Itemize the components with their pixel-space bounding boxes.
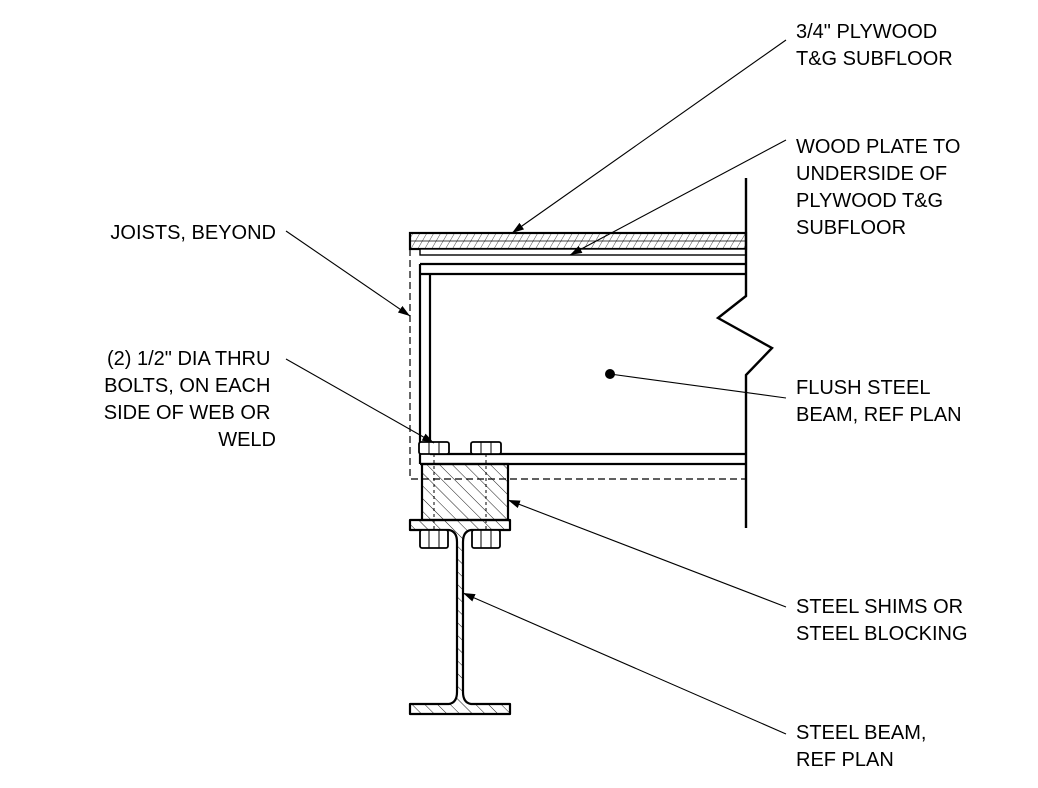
leader-wood-plate <box>569 139 787 256</box>
label-steel-beam: STEEL BEAM, REF PLAN <box>796 722 932 771</box>
label-joists: JOISTS, BEYOND <box>110 222 276 244</box>
leader-shims <box>507 499 787 608</box>
leader-flush-beam <box>609 373 787 399</box>
label-flush-beam: FLUSH STEEL BEAM, REF PLAN <box>796 377 962 426</box>
steel-beam-i-section <box>408 518 512 716</box>
thru-bolt-heads <box>418 441 502 455</box>
steel-shims-blocking <box>420 462 510 522</box>
label-bolts: (2) 1/2" DIA THRU BOLTS, ON EACH SIDE OF… <box>104 348 276 451</box>
leader-subfloor <box>511 39 787 234</box>
flush-steel-beam <box>418 262 746 466</box>
leader-steel-beam <box>462 592 787 735</box>
bolt-nuts <box>419 529 501 549</box>
bolt-shanks <box>433 454 487 538</box>
joists-beyond-outline <box>409 249 746 480</box>
leader-lines <box>285 39 787 735</box>
leader-joists <box>285 230 411 317</box>
break-line <box>715 178 774 528</box>
plywood-subfloor <box>408 231 748 251</box>
flush-beam-leader-dot <box>605 369 615 379</box>
wood-plate <box>419 248 747 256</box>
leader-bolts <box>285 358 435 444</box>
label-shims: STEEL SHIMS OR STEEL BLOCKING <box>796 596 969 645</box>
label-subfloor: 3/4" PLYWOOD T&G SUBFLOOR <box>796 21 953 70</box>
label-wood-plate: WOOD PLATE TO UNDERSIDE OF PLYWOOD T&G S… <box>796 136 966 239</box>
